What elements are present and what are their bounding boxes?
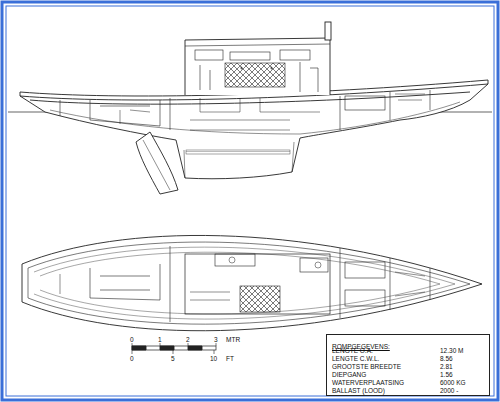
table-cell: DIEPGANG bbox=[332, 371, 366, 378]
table-cell: WATERVERPLAATSING bbox=[332, 379, 404, 386]
table-cell: BALLAST (LOOD) bbox=[332, 387, 385, 394]
scale-number: 3 bbox=[214, 336, 218, 343]
table-cell: 8.56 bbox=[440, 355, 453, 362]
table-cell: 2000 - bbox=[440, 387, 458, 394]
table-cell: GROOTSTE BREEDTE bbox=[332, 363, 401, 370]
table-cell: 6000 KG bbox=[440, 379, 466, 386]
scale-number: 0 bbox=[130, 355, 134, 362]
scale-number: 10 bbox=[210, 355, 217, 362]
table-cell: 12.30 M bbox=[440, 347, 464, 354]
table-cell: LENGTE C.W.L. bbox=[332, 355, 379, 362]
scale-number: 2 bbox=[186, 336, 190, 343]
scale-number: 1 bbox=[158, 336, 162, 343]
table-cell: 2.81 bbox=[440, 363, 453, 370]
scale-number: 0 bbox=[130, 336, 134, 343]
scale-unit: MTR bbox=[226, 336, 240, 343]
scale-unit: FT bbox=[226, 355, 234, 362]
table-cell: LENGTE O.A. bbox=[332, 347, 373, 354]
scale-number: 5 bbox=[171, 355, 175, 362]
table-cell: 1.56 bbox=[440, 371, 453, 378]
